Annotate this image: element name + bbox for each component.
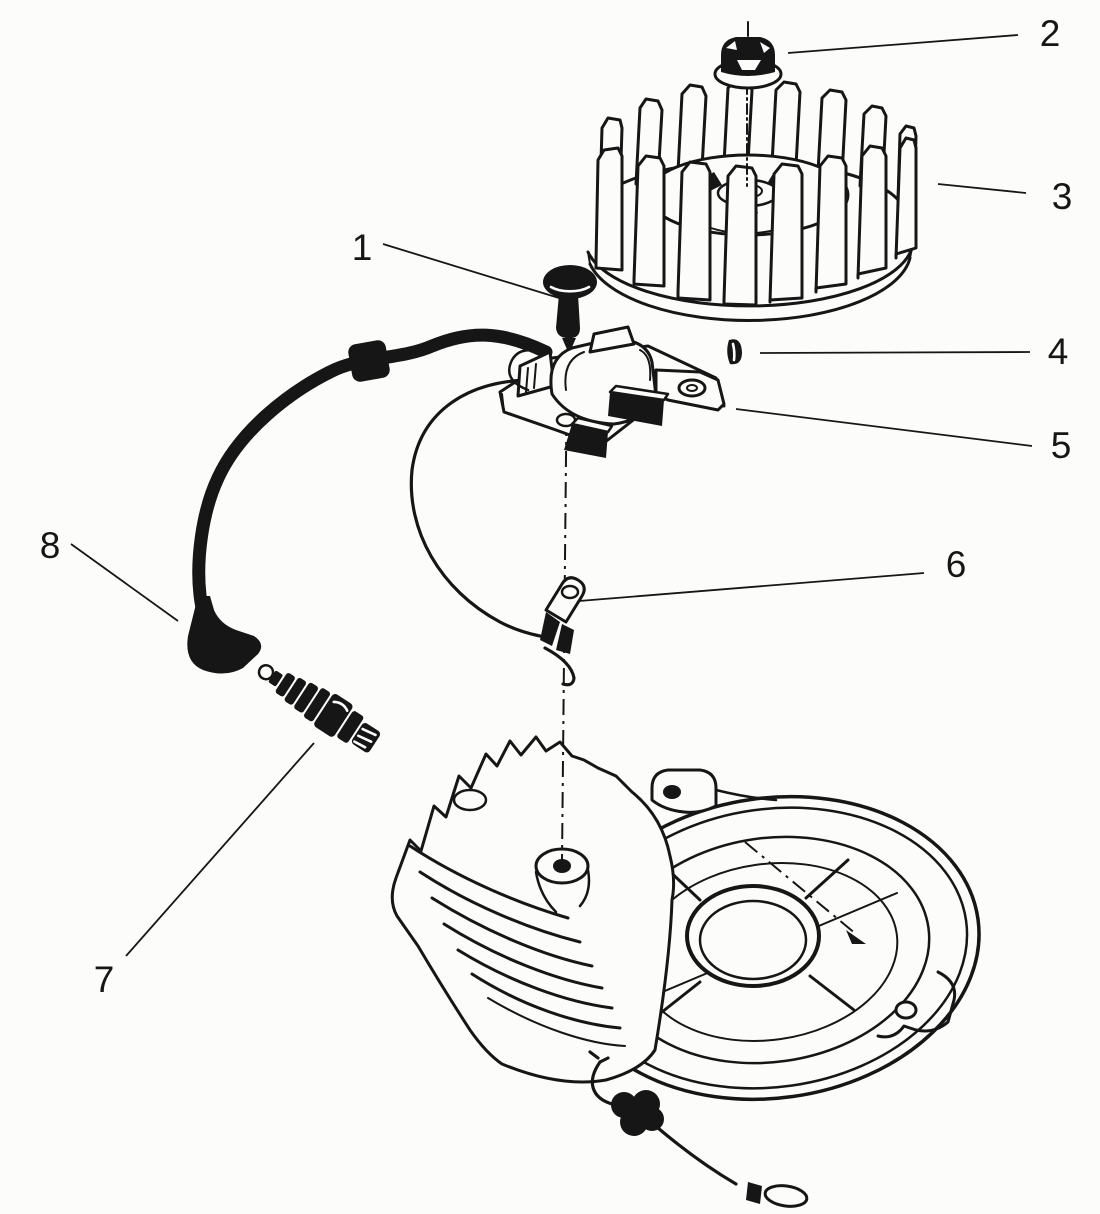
callout-labels: 1 2 3 4 5 6 7 8 bbox=[40, 13, 1073, 1000]
callout-3-label: 3 bbox=[1052, 176, 1073, 217]
callout-4-label: 4 bbox=[1048, 331, 1069, 372]
spark-plug-drawing bbox=[257, 663, 381, 753]
callout-1-leader bbox=[382, 243, 560, 299]
flywheel-key-drawing bbox=[727, 339, 742, 365]
callout-3-leader bbox=[937, 183, 1027, 194]
ignition-coil-drawing bbox=[498, 325, 726, 458]
callout-4-leader bbox=[759, 351, 1031, 354]
callout-leaders bbox=[70, 34, 1033, 957]
flywheel-drawing bbox=[586, 78, 918, 322]
callout-5-label: 5 bbox=[1051, 425, 1072, 466]
callout-7-label: 7 bbox=[94, 959, 115, 1000]
ground-wire-drawing bbox=[588, 1050, 809, 1208]
callout-8-leader bbox=[70, 543, 179, 622]
callout-6-label: 6 bbox=[946, 544, 967, 585]
callout-5-leader bbox=[735, 408, 1033, 447]
crankcase-drawing bbox=[512, 768, 981, 1102]
flywheel-nut-drawing bbox=[713, 21, 783, 90]
callout-1-label: 1 bbox=[352, 227, 373, 268]
wire-clip-drawing bbox=[409, 378, 586, 687]
callout-6-leader bbox=[578, 572, 925, 602]
cylinder-head-drawing bbox=[390, 735, 676, 1084]
mounting-screw-drawing bbox=[543, 265, 597, 354]
spark-plug-wire-drawing bbox=[187, 328, 553, 674]
callout-8-label: 8 bbox=[40, 525, 61, 566]
callout-2-leader bbox=[787, 34, 1019, 54]
spark-plug-boot bbox=[187, 596, 262, 674]
wire-grommet bbox=[348, 340, 390, 382]
callout-2-label: 2 bbox=[1040, 13, 1061, 54]
callout-7-leader bbox=[125, 742, 315, 957]
